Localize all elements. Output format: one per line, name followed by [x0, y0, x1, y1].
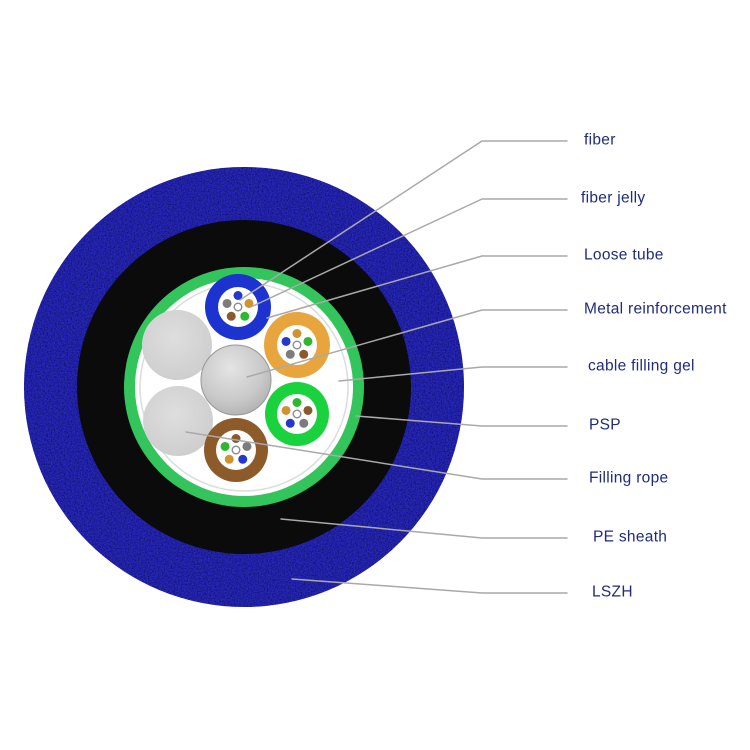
- fiber-dot-brown: [226, 311, 236, 321]
- label-fiber: fiber: [584, 131, 616, 149]
- fiber-dot-brown: [299, 349, 309, 359]
- fiber-dot-green: [292, 398, 302, 407]
- cable-core-elements: [142, 274, 330, 482]
- label-pe-sheath: PE sheath: [593, 528, 668, 546]
- fiber-dot-green: [220, 441, 230, 451]
- fiber-dot-orange: [281, 405, 291, 415]
- fiber-dot-blue: [281, 336, 291, 346]
- loose-tube-orange: [264, 312, 330, 378]
- label-metal-reinforcement: Metal reinforcement: [584, 300, 727, 318]
- leader-line-filling-rope: [185, 431, 568, 480]
- metal-reinforcement: [200, 344, 272, 416]
- leader-lines: [185, 140, 568, 594]
- leader-line-lszh: [291, 578, 568, 594]
- label-psp: PSP: [589, 416, 621, 434]
- fiber-dot-brown: [303, 405, 313, 415]
- fiber-dot-orange: [292, 329, 302, 338]
- label-fiber-jelly: fiber jelly: [581, 189, 646, 207]
- label-loose-tube: Loose tube: [584, 246, 664, 264]
- fiber-dot-blue: [285, 418, 295, 428]
- tube-center-dot: [292, 340, 302, 350]
- loose-tube-green: [265, 382, 329, 446]
- loose-tube-brown: [204, 418, 268, 482]
- leader-line-fiber-jelly: [252, 198, 568, 307]
- label-lszh: LSZH: [592, 583, 633, 601]
- fiber-dot-blue: [238, 454, 248, 464]
- fiber-dot-brown: [231, 434, 241, 443]
- leader-line-psp: [355, 415, 568, 427]
- fiber-dot-gray: [222, 298, 232, 308]
- fiber-dot-gray: [242, 441, 252, 451]
- leader-line-pe-sheath: [280, 518, 568, 539]
- fiber-dot-green: [303, 336, 313, 346]
- leader-line-cable-filling-gel: [338, 366, 568, 382]
- fiber-dot-orange: [244, 298, 254, 308]
- loose-tube-blue: [205, 274, 271, 340]
- leader-line-fiber: [239, 140, 568, 301]
- leader-line-metal-reinforcement: [246, 309, 568, 378]
- tube-center-dot: [292, 409, 302, 419]
- fiber-dot-green: [240, 311, 250, 321]
- fiber-dot-orange: [224, 454, 234, 464]
- fiber-dot-gray: [299, 418, 309, 428]
- label-cable-filling-gel: cable filling gel: [588, 357, 695, 375]
- tube-center-dot: [231, 445, 241, 455]
- filling-rope: [142, 310, 212, 380]
- fiber-dot-gray: [285, 349, 295, 359]
- leader-line-loose-tube: [266, 255, 568, 319]
- label-filling-rope: Filling rope: [589, 469, 669, 487]
- fiber-dot-blue: [233, 291, 243, 300]
- filling-rope: [143, 386, 213, 456]
- tube-center-dot: [233, 302, 243, 312]
